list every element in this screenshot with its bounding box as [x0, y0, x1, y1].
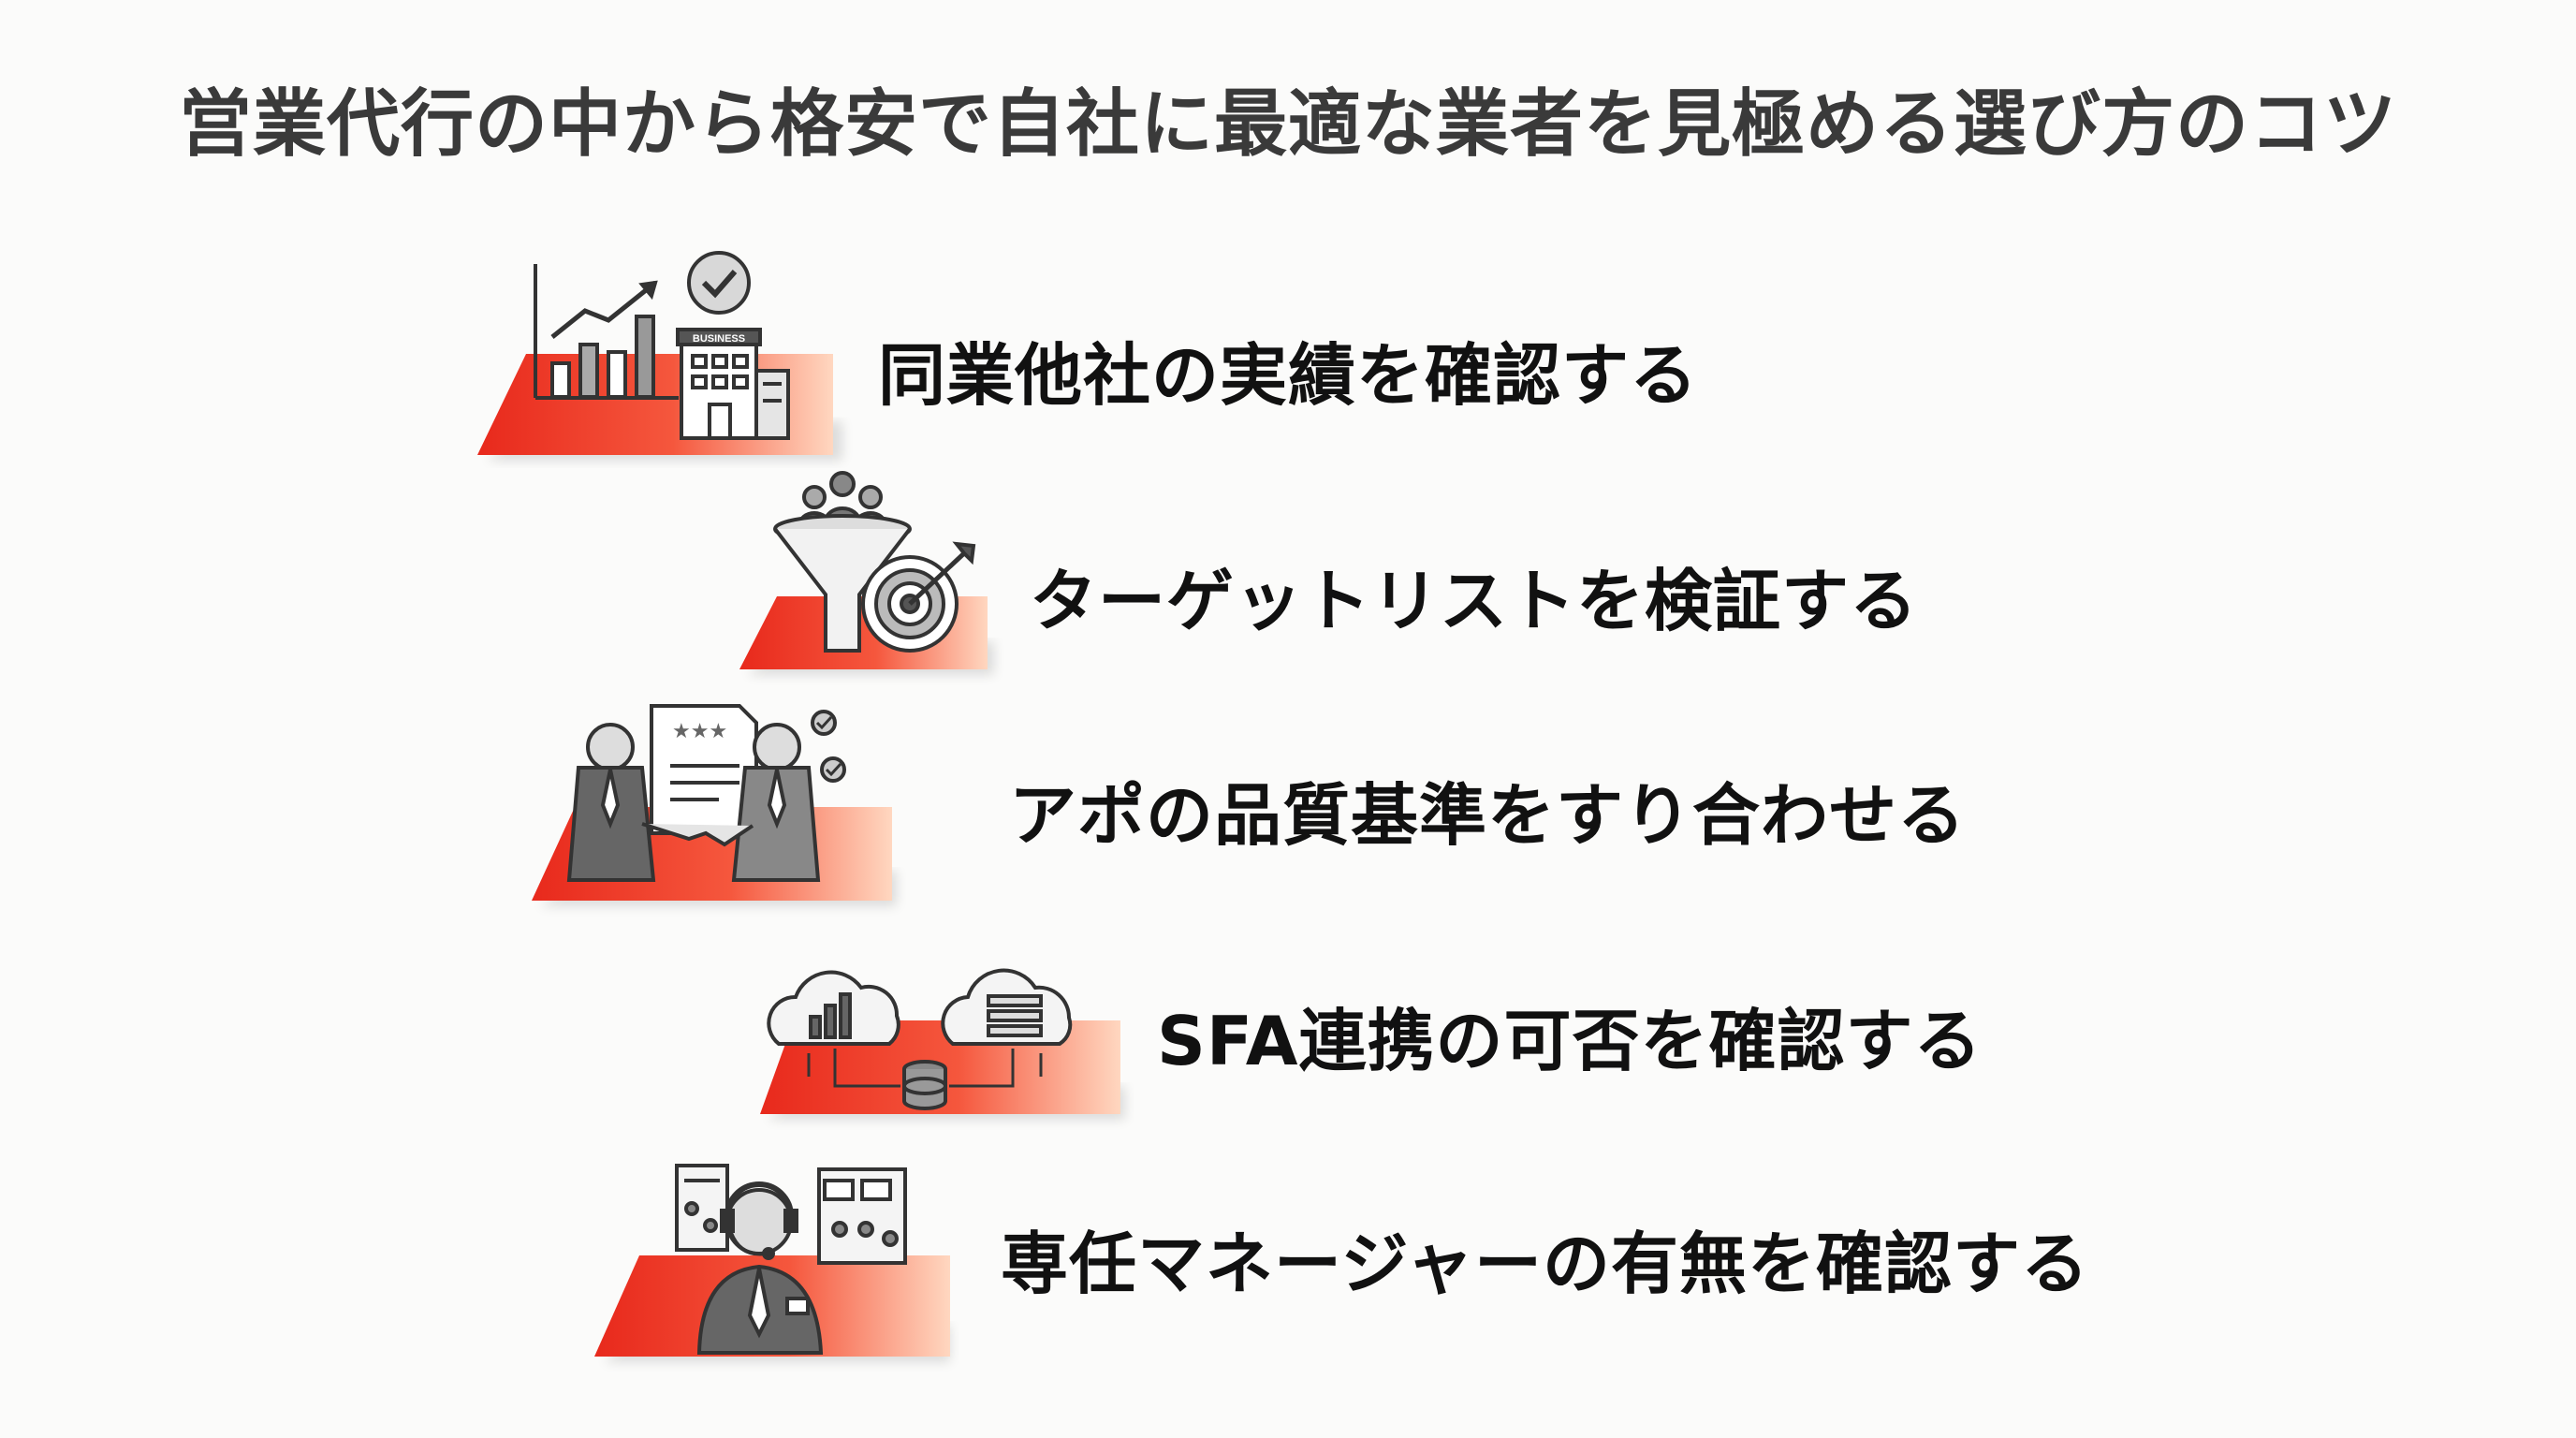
tip-label-3: アポの品質基準をすり合わせる	[1009, 776, 1967, 855]
page-title: 営業代行の中から格安で自社に最適な業者を見極める選び方のコツ	[178, 82, 2397, 167]
tip-label-5: 専任マネージャーの有無を確認する	[1001, 1225, 2089, 1303]
tip-item-4: SFA連携の可否を確認する	[760, 946, 2071, 1170]
tip-item-2: ターゲットリストを検証する	[739, 463, 2050, 688]
cloud-sync-icon	[767, 968, 1073, 1110]
manager-headset-icon	[675, 1164, 907, 1355]
tip-label-1: 同業他社の実績を確認する	[878, 336, 1699, 415]
funnel-target-icon	[773, 471, 976, 653]
tip-item-5: 専任マネージャーの有無を確認する	[594, 1156, 2186, 1381]
handshake-agreement-icon: ★★★	[566, 704, 846, 882]
tip-item-3: ★★★ アポの品質基準をすり合わせる	[532, 693, 2029, 917]
tip-label-4: SFA連携の可否を確認する	[1157, 1002, 1983, 1080]
svg-text:★★★: ★★★	[672, 720, 727, 743]
tip-item-1: BUSINESS 同業他社の実績を確認する	[477, 243, 1788, 468]
business-growth-icon: BUSINESS	[534, 251, 790, 440]
tip-label-2: ターゲットリストを検証する	[1030, 562, 1919, 640]
business-sign: BUSINESS	[693, 333, 745, 345]
